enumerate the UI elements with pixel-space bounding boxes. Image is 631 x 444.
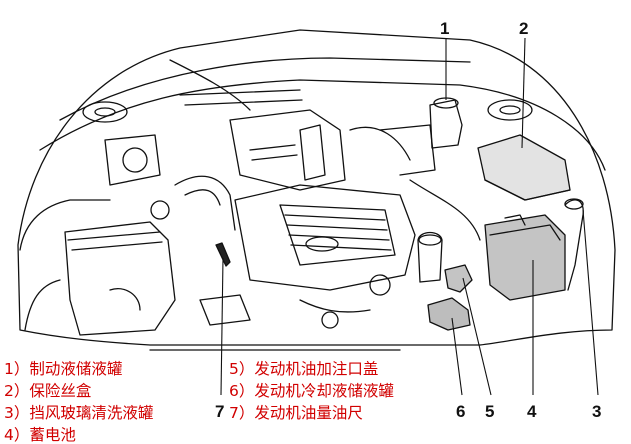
- callout-5: 5: [485, 402, 495, 421]
- leader-line-2: [521, 37, 526, 149]
- washer-filler-neck: [564, 199, 584, 291]
- leader-line-7: [220, 257, 224, 396]
- legend-item-2: 2）保险丝盒: [4, 382, 92, 400]
- battery: [484, 214, 566, 301]
- callout-3: 3: [592, 402, 602, 421]
- leader-line-3: [582, 209, 599, 396]
- leader-line-5: [462, 277, 492, 396]
- callout-2: 2: [519, 19, 529, 38]
- coolant-reservoir: [427, 297, 471, 331]
- legend-item-6: 6）发动机冷却液储液罐: [229, 382, 394, 400]
- legend-item-7: 7）发动机油量油尺: [229, 404, 363, 422]
- legend-item-4: 4）蓄电池: [4, 426, 76, 444]
- callout-4: 4: [527, 402, 537, 421]
- callout-7: 7: [215, 402, 225, 421]
- fuse-box: [477, 134, 571, 201]
- air-filter-box: [64, 221, 176, 336]
- brake-fluid-reservoir: [429, 99, 463, 149]
- right-strut-tower: [487, 99, 533, 121]
- callout-1: 1: [440, 19, 450, 38]
- leader-line-6: [451, 317, 463, 396]
- left-strut-tower: [82, 101, 128, 123]
- legend-item-3: 3）挡风玻璃清洗液罐: [4, 404, 154, 422]
- oil-filler-cap: [444, 264, 473, 293]
- hood-outline: [17, 29, 616, 346]
- legend-item-5: 5）发动机油加注口盖: [229, 360, 379, 378]
- legend-item-1: 1）制动液储液罐: [4, 360, 123, 378]
- callout-6: 6: [456, 402, 466, 421]
